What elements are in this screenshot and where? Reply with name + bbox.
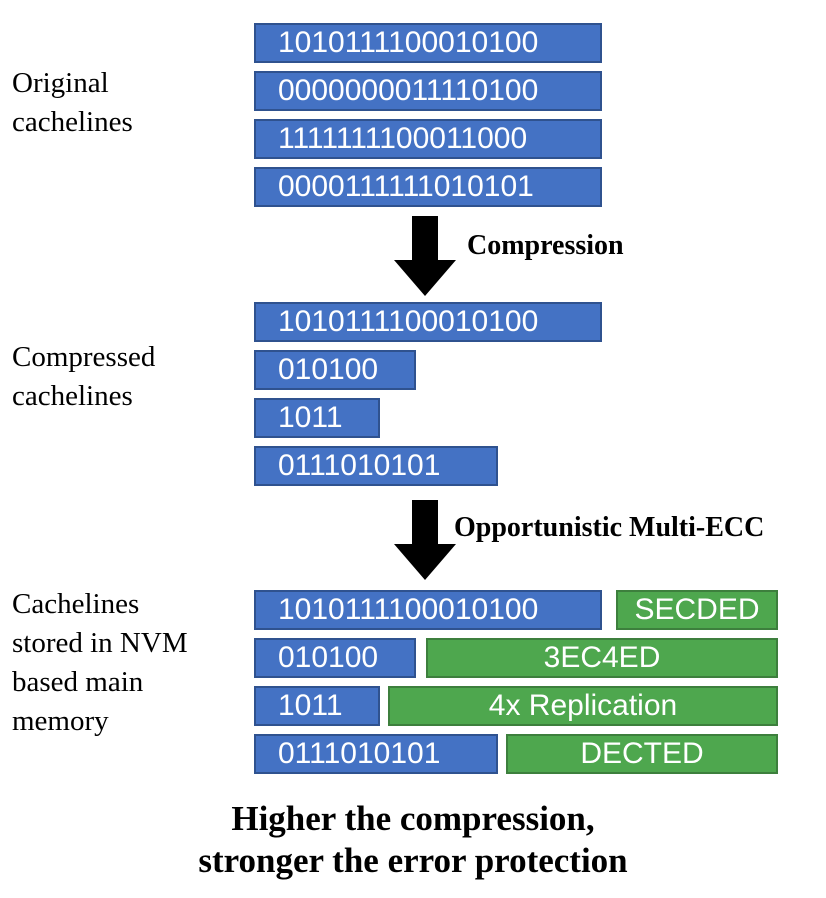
original-cacheline: 0000000011110100	[254, 71, 602, 111]
ecc-block-3ec4ed: 3EC4ED	[426, 638, 778, 678]
original-cacheline: 0000111111010101	[254, 167, 602, 207]
compression-step-label: Compression	[467, 230, 624, 261]
original-cacheline: 1010111100010100	[254, 23, 602, 63]
ecc-block-replication: 4x Replication	[388, 686, 778, 726]
stored-cachelines-label: Cachelines stored in NVM based main memo…	[12, 588, 188, 737]
stored-cacheline: 1010111100010100	[254, 590, 602, 630]
multi-ecc-step-label: Opportunistic Multi-ECC	[454, 512, 765, 543]
ecc-block-secded: SECDED	[616, 590, 778, 630]
original-cachelines-label: Original cachelines	[12, 67, 133, 138]
arrow-down-icon	[394, 500, 456, 580]
compressed-cachelines-label: Compressed cachelines	[12, 341, 156, 412]
original-cacheline: 1111111100011000	[254, 119, 602, 159]
compressed-cacheline: 0111010101	[254, 446, 498, 486]
compressed-cacheline: 1010111100010100	[254, 302, 602, 342]
ecc-block-dected: DECTED	[506, 734, 778, 774]
compressed-cacheline: 010100	[254, 350, 416, 390]
caption-line-2: stronger the error protection	[198, 841, 628, 880]
caption-line-1: Higher the compression,	[231, 799, 595, 838]
arrow-down-icon	[394, 216, 456, 296]
stored-cacheline: 010100	[254, 638, 416, 678]
compressed-cacheline: 1011	[254, 398, 380, 438]
stored-cacheline: 1011	[254, 686, 380, 726]
stored-cacheline: 0111010101	[254, 734, 498, 774]
